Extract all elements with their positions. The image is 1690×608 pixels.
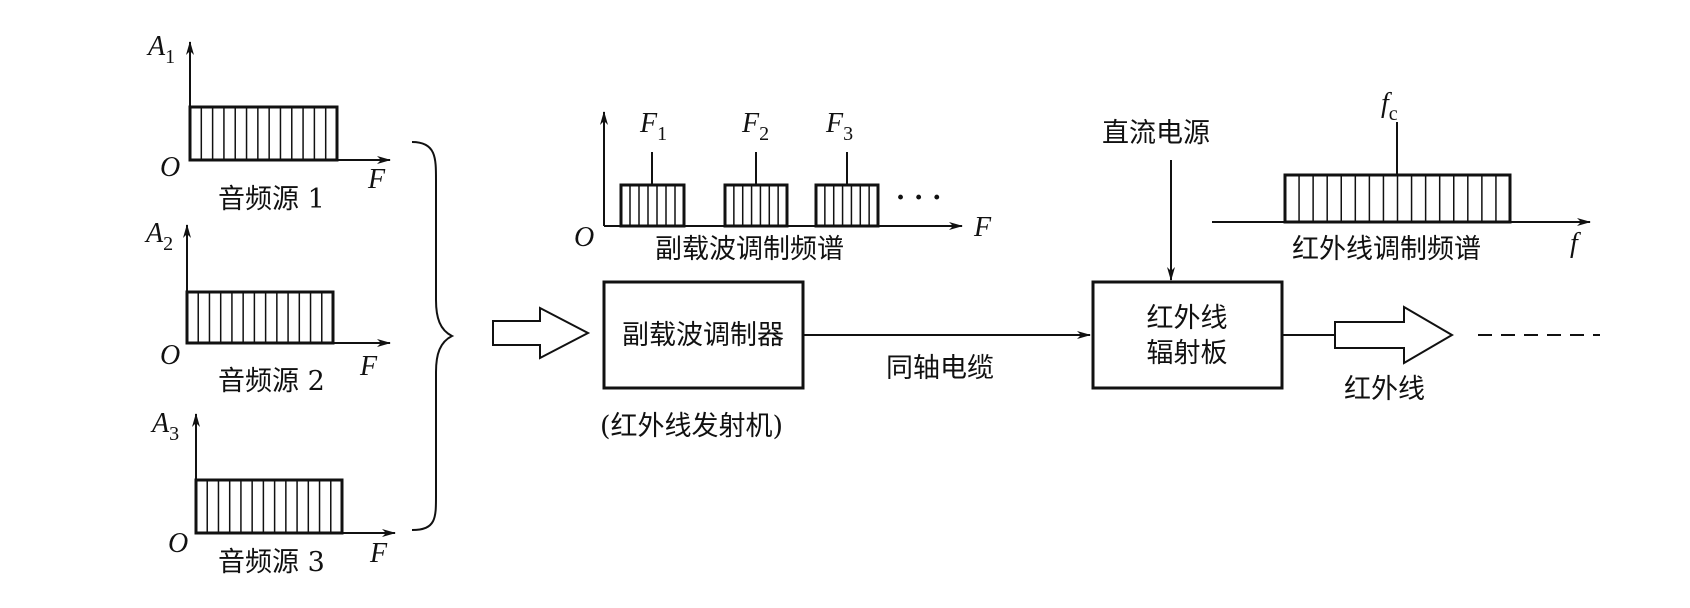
audio-source-1: A1 O F 音频源 1 [146,31,391,215]
source-2-origin: O [160,340,180,371]
band-1-label: F1 [639,108,667,145]
audio-source-3: A3 O F 音频源 3 [150,408,396,578]
source-3-spectrum-outline [194,478,344,535]
source-2-caption: 音频源 2 [218,366,325,397]
subcarrier-origin: O [574,222,594,253]
source-1-spectrum-outline [188,105,339,162]
source-3-origin: O [168,528,188,559]
subcarrier-ellipsis: · · · [896,183,941,213]
radiator-label-line1: 红外线 [1147,303,1228,334]
source-1-x-label: F [367,164,386,195]
source-2-x-label: F [359,351,378,382]
band-3-label: F3 [825,108,853,145]
output-label: 红外线 [1344,374,1425,405]
ir-center-label: fc [1381,88,1398,125]
audio-source-2: A2 O F 音频源 2 [144,218,391,397]
band-2-label: F2 [741,108,769,145]
subcarrier-caption: 副载波调制频谱 [655,234,844,265]
subcarrier-x-label: F [973,212,992,243]
ir-spectrum: fc f 红外线调制频谱 [1212,88,1591,265]
subcarrier-band-2 [723,183,789,228]
source-3-caption: 音频源 3 [218,547,325,578]
modulator-label: 副载波调制器 [622,320,784,351]
ir-spectrum-band [1283,173,1512,224]
ir-spectrum-caption: 红外线调制频谱 [1292,234,1481,265]
source-3-x-label: F [369,538,388,569]
ir-spectrum-x-label: f [1570,228,1581,259]
radiator-box [1091,280,1284,390]
subcarrier-band-3 [814,183,880,228]
source-2-axis-label: A2 [144,218,173,255]
modulator-caption: (红外线发射机) [600,411,783,442]
subcarrier-spectrum: F1 F2 F3 · · · O F 副载波调制频谱 [574,108,992,265]
subcarrier-band-1 [619,183,686,228]
source-3-spectrum [194,478,344,535]
source-2-spectrum-outline [185,290,335,345]
source-2-spectrum [185,290,335,345]
coaxial-cable-label: 同轴电缆 [886,353,994,384]
dc-power-label: 直流电源 [1102,118,1210,149]
output-hollow-arrow [1334,305,1454,365]
source-1-axis-label: A1 [146,31,175,68]
source-1-spectrum [188,105,339,162]
merge-brace [411,141,455,531]
source-3-axis-label: A3 [150,408,179,445]
input-hollow-arrow [492,306,591,360]
source-1-caption: 音频源 1 [218,184,325,215]
radiator-label-line2: 辐射板 [1147,338,1228,369]
source-1-origin: O [160,152,180,183]
